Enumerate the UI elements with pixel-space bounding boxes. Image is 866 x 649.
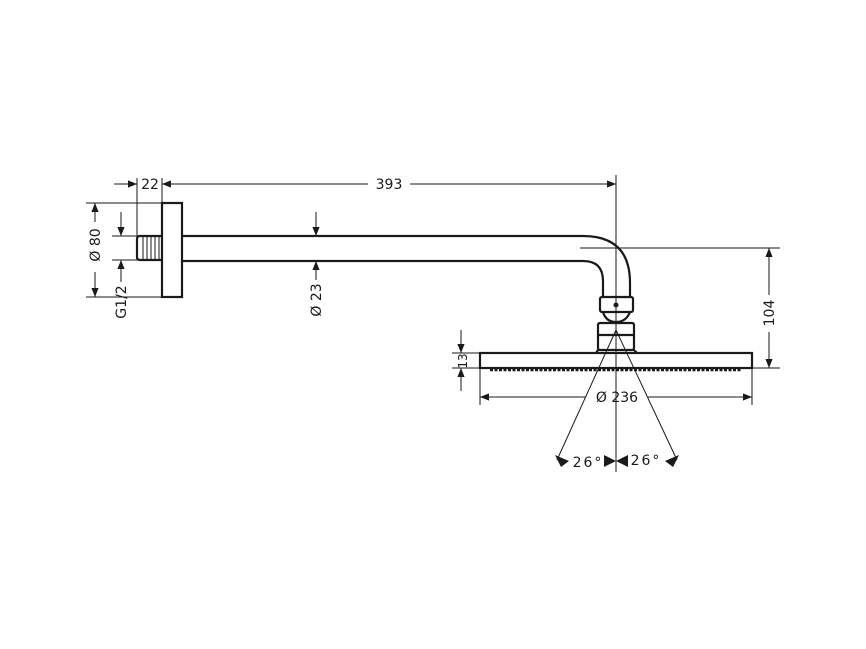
head-diameter-label: Ø 236 bbox=[596, 390, 638, 406]
arm-diameter-label: Ø 23 bbox=[309, 283, 325, 316]
dimension-spray-angle: 26° 26° bbox=[555, 453, 679, 471]
dimension-thread: G1/2 bbox=[112, 212, 137, 319]
flange-depth-label: 22 bbox=[141, 177, 159, 193]
flange-diameter-label: Ø 80 bbox=[88, 228, 104, 261]
spray-angle-right-label: 26° bbox=[631, 453, 662, 469]
dimension-arm-length: 22 393 bbox=[114, 177, 616, 236]
dimension-arm-diameter: Ø 23 bbox=[309, 212, 325, 317]
center-line bbox=[556, 175, 678, 472]
head-drop-label: 104 bbox=[762, 300, 778, 327]
head-thickness-label: 13 bbox=[456, 353, 470, 368]
dimension-head-diameter: Ø 236 bbox=[479, 368, 753, 406]
dimension-flange-diameter: Ø 80 bbox=[86, 202, 162, 298]
spray-angle-left-label: 26° bbox=[573, 455, 604, 471]
thread-connector bbox=[135, 234, 162, 262]
dimension-head-drop: 104 bbox=[580, 247, 780, 369]
arm-length-label: 393 bbox=[376, 177, 403, 193]
thread-label: G1/2 bbox=[114, 285, 130, 318]
shower-arm bbox=[182, 234, 632, 297]
dimension-head-thickness: 13 bbox=[452, 330, 480, 391]
wall-flange bbox=[160, 201, 184, 299]
